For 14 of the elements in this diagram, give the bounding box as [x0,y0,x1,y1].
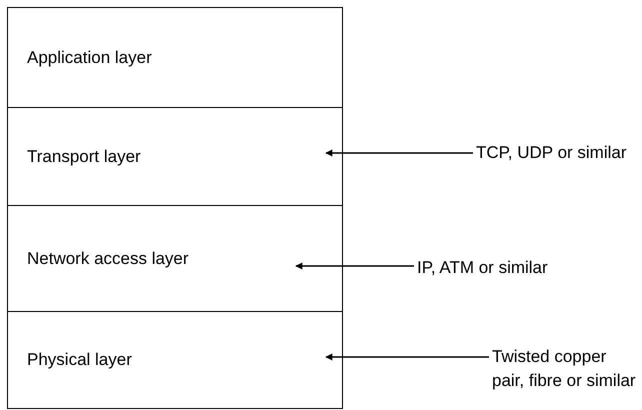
arrow [325,354,489,360]
arrow [325,150,473,156]
protocol-note: IP, ATM or similar [417,257,549,279]
layer-box [7,311,343,409]
protocol-note: TCP, UDP or similar [476,142,628,164]
layer-label: Application layer [27,48,152,68]
protocol-note: Twisted copper pair, fibre or similar [492,346,637,392]
arrow [295,262,414,270]
layer-label: Transport layer [27,146,141,166]
layer-label: Physical layer [27,350,132,370]
layer-box [7,7,343,108]
layer-label: Network access layer [27,248,189,268]
layer-box [7,205,343,312]
layer-box [7,107,343,206]
